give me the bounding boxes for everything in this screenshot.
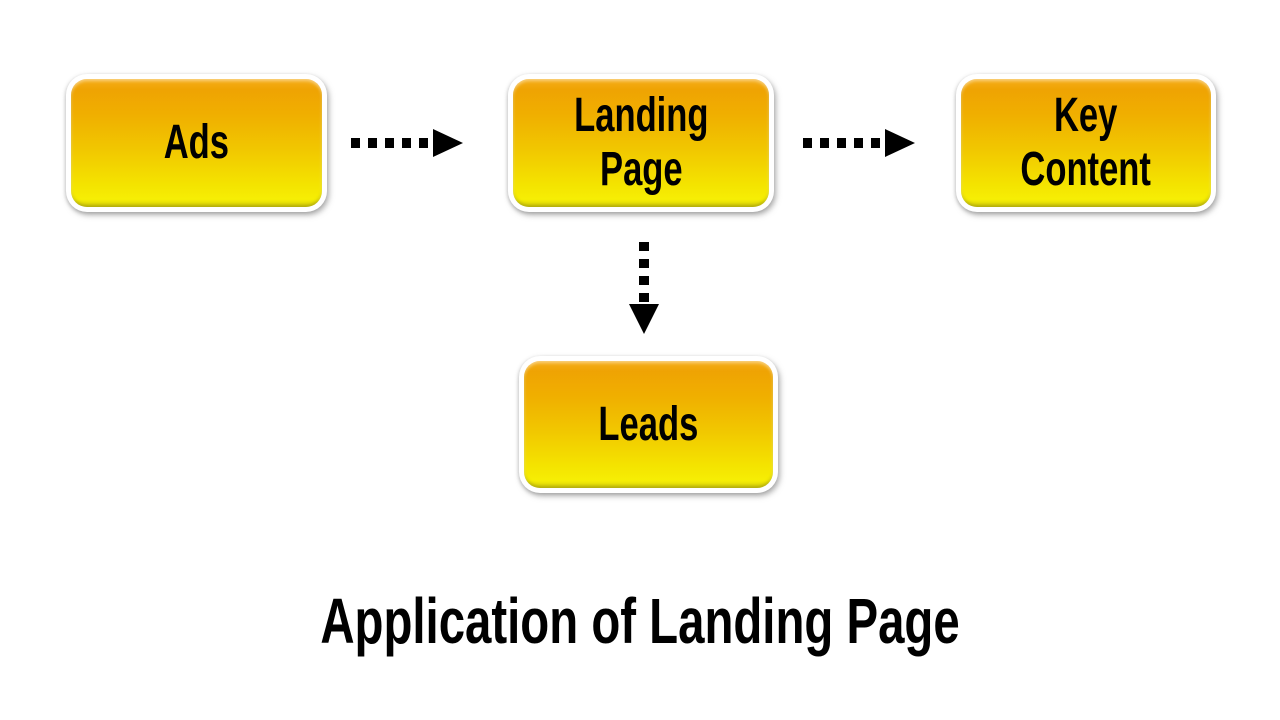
node-ads: Ads — [66, 74, 327, 212]
node-leads-fill: Leads — [524, 361, 773, 488]
node-leads: Leads — [519, 356, 778, 493]
node-key-content-line-1: Key — [1054, 89, 1118, 142]
dashed-arrow-right-icon — [351, 129, 463, 157]
diagram-title-text: Application of Landing Page — [320, 585, 960, 657]
node-ads-line-1: Ads — [163, 116, 230, 169]
node-key-content-line-2: Content — [1020, 143, 1152, 196]
node-leads-label: Leads — [599, 398, 699, 452]
node-leads-line-1: Leads — [598, 397, 699, 451]
diagram-title: Application of Landing Page — [0, 586, 1280, 656]
node-landing-page-fill: Landing Page — [513, 79, 769, 207]
dashed-arrow-right-icon — [803, 129, 915, 157]
dashed-arrow-down-icon — [629, 242, 659, 334]
node-landing-page-label: Landing Page — [574, 89, 708, 197]
node-landing-page-line-1: Landing — [573, 89, 709, 142]
node-key-content: Key Content — [956, 74, 1216, 212]
node-landing-page: Landing Page — [508, 74, 774, 212]
node-ads-fill: Ads — [71, 79, 322, 207]
node-ads-label: Ads — [164, 116, 229, 170]
node-key-content-fill: Key Content — [961, 79, 1211, 207]
node-landing-page-line-2: Page — [599, 143, 683, 196]
node-key-content-label: Key Content — [1021, 89, 1152, 197]
